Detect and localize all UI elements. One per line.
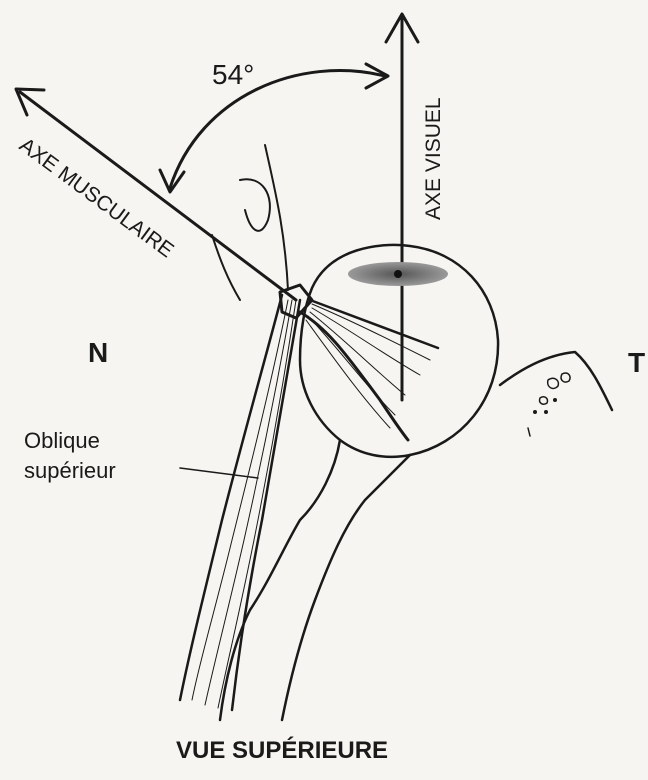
eyeball [300, 245, 498, 457]
optic-nerve [220, 440, 410, 720]
muscle-label-line2: supérieur [24, 458, 116, 483]
superior-oblique-muscle [180, 285, 312, 710]
angle-label: 54° [212, 59, 254, 90]
muscle-label-line1: Oblique [24, 428, 100, 453]
view-caption: VUE SUPÉRIEURE [176, 736, 388, 764]
nasal-label: N [88, 337, 108, 368]
temporal-label: T [628, 347, 645, 378]
muscle-axis-arrow [16, 89, 296, 300]
visual-axis-arrow [386, 14, 418, 400]
orbital-wall [212, 145, 288, 300]
angle-arc [160, 64, 388, 192]
muscle-axis-label: AXE MUSCULAIRE [15, 134, 178, 263]
temporal-orbital-rim [500, 352, 612, 436]
muscle-leader-line [180, 468, 258, 478]
visual-axis-label: AXE VISUEL [422, 97, 445, 220]
